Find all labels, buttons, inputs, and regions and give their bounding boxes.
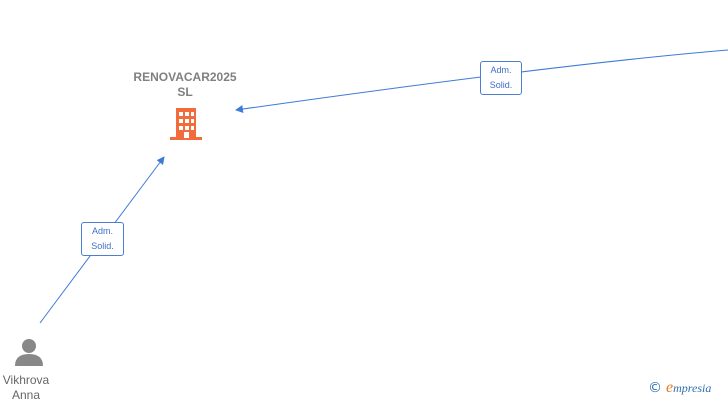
person-name-line2: Anna — [11, 388, 41, 402]
copyright-icon: © — [648, 380, 662, 396]
brand-name: mpresia — [673, 381, 712, 395]
edge-label-line2: Solid. — [91, 241, 114, 251]
brand-initial: e — [666, 379, 674, 396]
edge-label-line2: Solid. — [489, 80, 513, 90]
brand-watermark[interactable]: © empresia — [648, 378, 711, 398]
person-name-line1: Vikhrova — [2, 373, 50, 387]
edge-label-line1: Adm. — [490, 65, 512, 75]
edge-label-left: Adm. Solid. — [81, 222, 124, 256]
edge-label-top: Adm. Solid. — [480, 61, 522, 95]
person-icon[interactable] — [15, 339, 43, 366]
edge-label-line1: Adm. — [91, 226, 113, 236]
building-icon[interactable] — [170, 108, 202, 140]
person-node-label[interactable]: Vikhrova Anna — [0, 373, 58, 403]
brand-logo: empresia — [666, 379, 711, 397]
company-name-line1: RENOVACAR2025 — [133, 70, 237, 84]
company-name-line2: SL — [177, 85, 193, 99]
company-node-label[interactable]: RENOVACAR2025 SL — [110, 70, 260, 100]
